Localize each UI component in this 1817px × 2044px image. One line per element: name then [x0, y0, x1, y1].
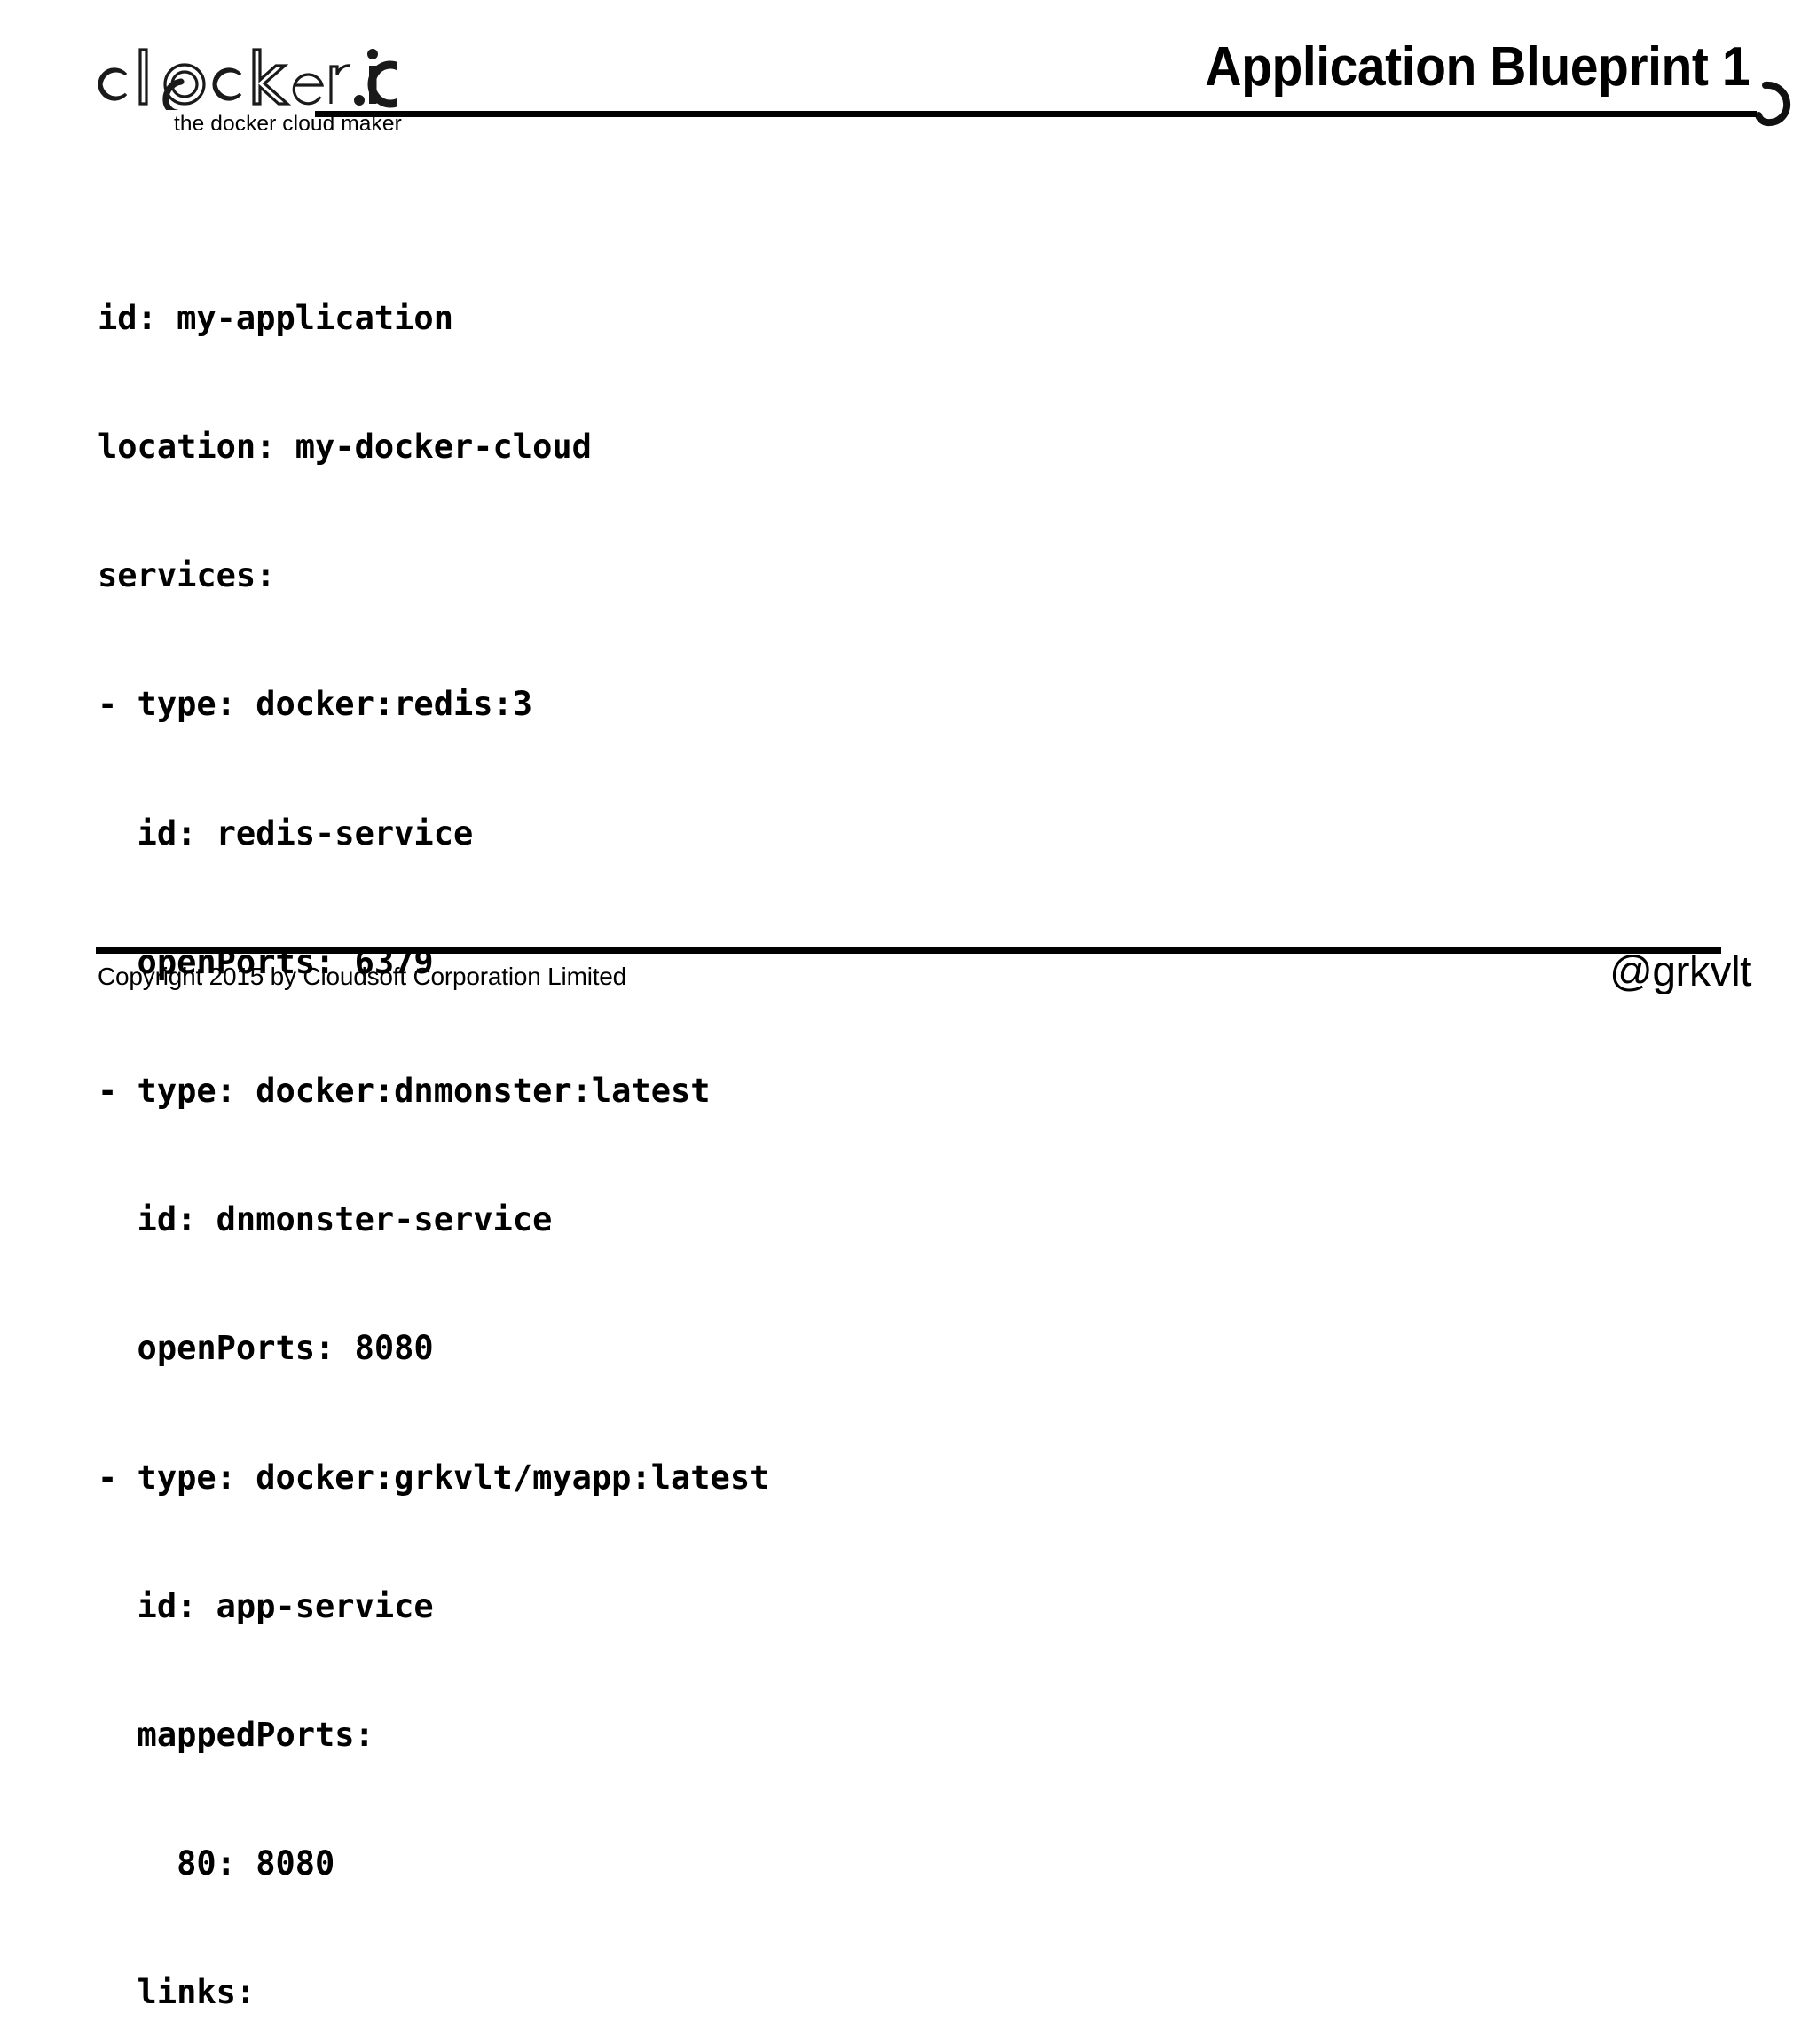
code-line: id: dnmonster-service — [98, 1200, 553, 1239]
clocker-logo: the docker cloud maker — [96, 43, 402, 140]
code-line: links: — [98, 1973, 256, 2012]
header-divider — [315, 111, 1757, 117]
code-line: services: — [98, 556, 276, 595]
code-line: id: app-service — [98, 1586, 434, 1625]
code-line: openPorts: 8080 — [98, 1329, 434, 1368]
clocker-swirl-mark-icon — [1755, 81, 1791, 127]
page-title: Application Blueprint 1 — [1205, 36, 1750, 98]
code-line: id: redis-service — [98, 814, 474, 853]
code-line: id: my-application — [98, 298, 453, 337]
clocker-io-wordmark-icon — [98, 48, 397, 110]
code-line: - type: docker:dnmonster:latest — [98, 1072, 711, 1111]
code-line: location: my-docker-cloud — [98, 428, 592, 467]
code-line: mappedPorts: — [98, 1716, 374, 1755]
code-line: - type: docker:grkvlt/myapp:latest — [98, 1458, 770, 1497]
code-line: - type: docker:redis:3 — [98, 685, 533, 724]
slide-header: the docker cloud maker Application Bluep… — [0, 0, 1817, 155]
author-handle: @grkvlt — [1609, 948, 1751, 995]
blueprint-yaml-code: id: my-application location: my-docker-c… — [98, 211, 1184, 2044]
code-line: 80: 8080 — [98, 1844, 335, 1883]
copyright-text: Copyright 2015 by Cloudsoft Corporation … — [98, 963, 627, 990]
footer-divider — [96, 947, 1721, 954]
